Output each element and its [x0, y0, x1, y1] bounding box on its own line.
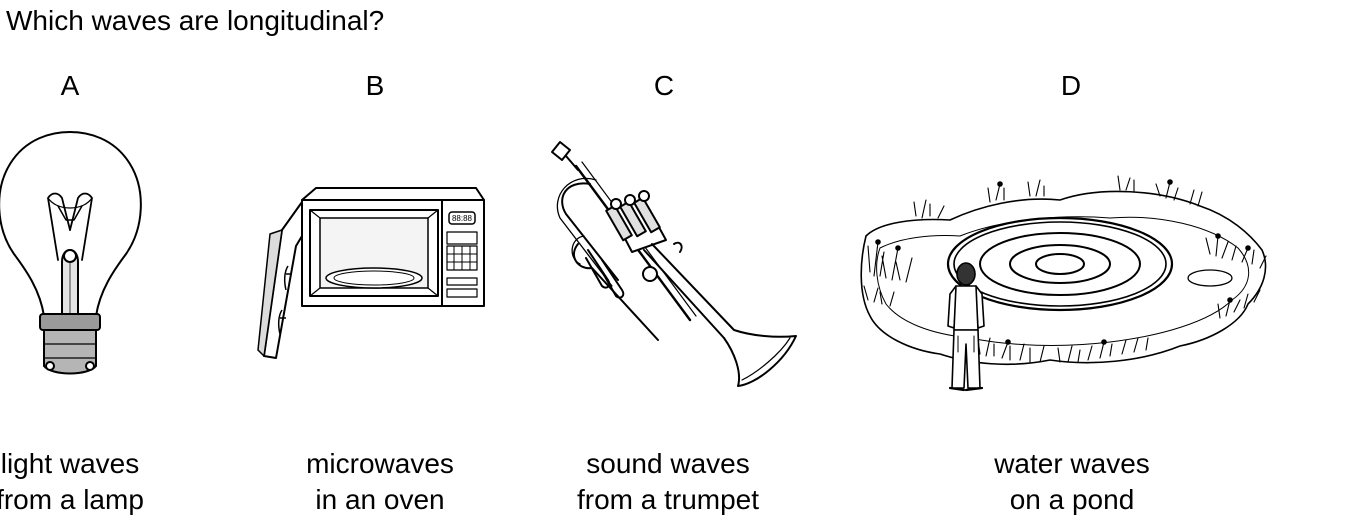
option-caption: microwaves in an oven [220, 446, 540, 518]
question-text: Which waves are longitudinal? [6, 5, 385, 36]
caption-line-2: in an oven [315, 484, 445, 515]
caption-line-1: water waves [994, 448, 1150, 479]
caption-line-1: microwaves [306, 448, 454, 479]
option-caption: water waves on a pond [912, 446, 1232, 518]
microwave-oven-icon: 88:88 [262, 186, 488, 362]
option-caption: sound waves from a trumpet [508, 446, 828, 518]
trumpet-icon [548, 140, 800, 392]
light-bulb-icon [0, 130, 150, 380]
option-letter: C [653, 70, 675, 101]
oven-display: 88:88 [452, 214, 473, 223]
option-letter: A [60, 70, 80, 101]
option-caption: light waves from a lamp [0, 446, 230, 518]
option-letter: B [365, 70, 385, 101]
option-letter: D [1060, 70, 1082, 101]
caption-line-2: from a trumpet [576, 484, 760, 515]
person-figure [948, 263, 984, 390]
caption-line-1: sound waves [586, 448, 750, 479]
caption-line-2: from a lamp [0, 484, 144, 515]
caption-line-1: light waves [0, 448, 140, 479]
caption-line-2: on a pond [1009, 484, 1135, 515]
pond-ripples-icon [860, 176, 1280, 396]
